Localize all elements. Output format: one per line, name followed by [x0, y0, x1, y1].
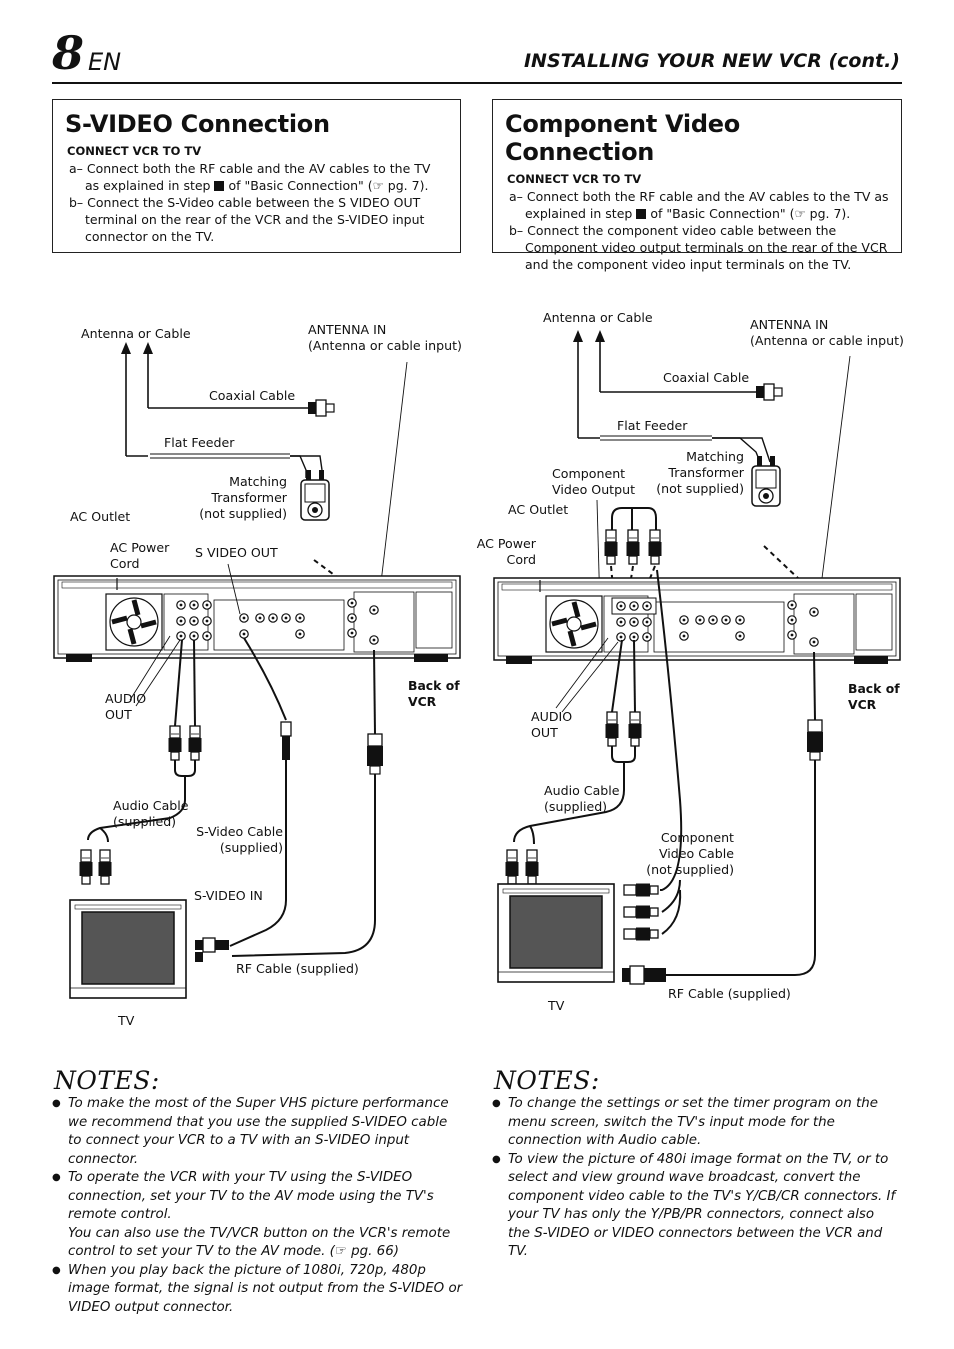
page-number: 8 [52, 26, 85, 80]
label-audio-out: AUDIO OUT [531, 709, 573, 740]
label-antenna-or-cable: Antenna or Cable [81, 326, 191, 341]
note-continuation: You can also use the TV/VCR button on th… [68, 1225, 451, 1260]
label-antenna-in: ANTENNA IN (Antenna or cable input) [750, 317, 904, 348]
label-flat-feeder: Flat Feeder [617, 418, 688, 433]
svideo-diagram [54, 342, 460, 999]
label-s-video-out: S VIDEO OUT [195, 545, 278, 560]
svideo-notes: NOTES: To make the most of the Super VHS… [52, 1066, 464, 1318]
label-ac-power-cord: AC Power Cord [110, 540, 170, 571]
note-item: When you play back the picture of 1080i,… [52, 1262, 464, 1318]
notes-title: NOTES: [494, 1066, 600, 1095]
svideo-step-a: a– Connect both the RF cable and the AV … [67, 160, 448, 194]
label-ac-outlet: AC Outlet [70, 509, 131, 524]
component-step-b: b– Connect the component video cable bet… [509, 223, 888, 272]
component-step-a-text: a– Connect both the RF cable and the AV … [509, 189, 889, 221]
component-instructions-box: Component Video Connection CONNECT VCR T… [492, 99, 902, 272]
label-rf-cable: RF Cable (supplied) [668, 986, 791, 1001]
note-item: To make the most of the Super VHS pictur… [52, 1095, 464, 1169]
label-s-video-cable: S-Video Cable (supplied) [196, 824, 283, 855]
svideo-step-a-text: a– Connect both the RF cable and the AV … [69, 161, 431, 193]
label-audio-cable: Audio Cable (supplied) [113, 798, 189, 829]
label-coaxial-cable: Coaxial Cable [209, 388, 296, 403]
label-component-video-cable: Component Video Cable (not supplied) [646, 830, 734, 877]
label-component-video-output: Component Video Output [552, 466, 636, 497]
component-notes: NOTES: To change the settings or set the… [492, 1066, 898, 1262]
page-language: EN [88, 48, 122, 76]
svideo-step-b: b– Connect the S-Video cable between the… [69, 195, 425, 244]
label-ac-power-cord: AC Power Cord [476, 536, 536, 567]
component-diagram [494, 330, 900, 985]
label-antenna-or-cable: Antenna or Cable [543, 310, 653, 325]
section-title: INSTALLING YOUR NEW VCR (cont.) [523, 50, 900, 72]
label-matching-transformer: Matching Transformer (not supplied) [199, 474, 287, 521]
note-item: To view the picture of 480i image format… [492, 1151, 898, 1262]
header-rule [52, 82, 902, 84]
note-item: To operate the VCR with your TV using th… [52, 1169, 464, 1262]
label-matching-transformer: Matching Transformer (not supplied) [656, 449, 744, 496]
label-back-of-vcr: Back of VCR [848, 681, 900, 712]
component-subhead: CONNECT VCR TO TV [507, 172, 642, 186]
component-step-a-ref: of "Basic Connection" (☞ pg. 7). [650, 206, 851, 221]
label-back-of-vcr: Back of VCR [408, 678, 460, 709]
svideo-instructions-box: S-VIDEO Connection CONNECT VCR TO TV a– … [52, 99, 461, 253]
label-flat-feeder: Flat Feeder [164, 435, 235, 450]
step-square-icon [214, 181, 225, 191]
svideo-subhead: CONNECT VCR TO TV [67, 144, 202, 158]
component-step-a: a– Connect both the RF cable and the AV … [507, 188, 889, 222]
label-tv: TV [548, 998, 565, 1013]
label-coaxial-cable: Coaxial Cable [663, 370, 750, 385]
notes-list: To change the settings or set the timer … [492, 1095, 898, 1262]
component-title: Component Video Connection [505, 110, 740, 166]
label-audio-out: AUDIO OUT [105, 691, 147, 722]
svideo-step-a-ref: of "Basic Connection" (☞ pg. 7). [228, 178, 429, 193]
svideo-title: S-VIDEO Connection [65, 110, 330, 138]
label-tv: TV [118, 1013, 135, 1028]
label-audio-cable: Audio Cable (supplied) [544, 783, 620, 814]
label-s-video-in: S-VIDEO IN [194, 888, 263, 903]
step-square-icon [636, 209, 647, 219]
label-antenna-in: ANTENNA IN (Antenna or cable input) [308, 322, 462, 353]
note-item: To change the settings or set the timer … [492, 1095, 898, 1151]
label-rf-cable: RF Cable (supplied) [236, 961, 359, 976]
note-text: To operate the VCR with your TV using th… [68, 1170, 434, 1222]
notes-title: NOTES: [54, 1066, 160, 1095]
notes-list: To make the most of the Super VHS pictur… [52, 1095, 464, 1318]
label-ac-outlet: AC Outlet [508, 502, 569, 517]
